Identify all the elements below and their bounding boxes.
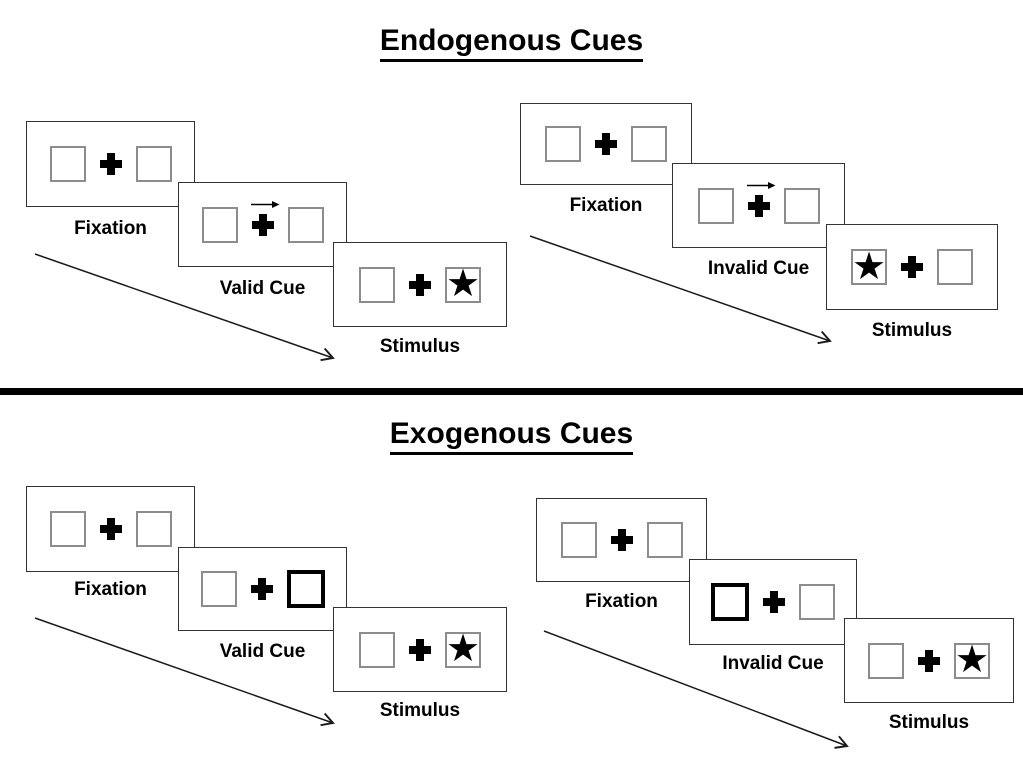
stimulus-panel: ★ (844, 618, 1014, 703)
target-star-icon: ★ (445, 626, 481, 670)
timeline-arrow-exogenous-invalid (543, 630, 849, 749)
right-placeholder-box (135, 511, 172, 547)
step-label-fixation: Fixation (74, 218, 147, 239)
step-label-stimulus: Stimulus (379, 700, 461, 721)
right-cue-highlight-box (286, 570, 325, 608)
fixation-cross-icon (250, 578, 273, 600)
right-placeholder-box (783, 187, 820, 224)
section-header-exogenous: Exogenous Cues (0, 417, 1023, 455)
step-label-fixation: Fixation (74, 579, 147, 600)
left-cue-highlight-box (711, 583, 749, 621)
right-placeholder-box (287, 206, 324, 243)
section-title-exogenous: Exogenous Cues (389, 417, 634, 455)
target-star-icon: ★ (851, 243, 887, 288)
fixation-cross-icon (747, 194, 770, 217)
section-header-endogenous: Endogenous Cues (0, 24, 1023, 62)
step-label-stimulus: Stimulus (888, 712, 970, 733)
fixation-cross-icon (918, 649, 940, 672)
step-label-cue: Valid Cue (219, 278, 306, 299)
invalid-cue-panel (689, 559, 857, 645)
fixation-panel (26, 486, 195, 572)
fixation-cross-icon (251, 213, 274, 236)
left-placeholder-box (49, 146, 86, 182)
stimulus-panel: ★ (333, 242, 507, 327)
right-target-box: ★ (445, 626, 481, 670)
left-placeholder-box (868, 642, 904, 679)
timeline-arrow-endogenous-valid (34, 253, 335, 362)
fixation-cross-icon (901, 256, 923, 278)
timeline-arrow-exogenous-valid (34, 617, 335, 727)
left-placeholder-box (200, 571, 237, 607)
step-label-stimulus: Stimulus (871, 320, 953, 341)
step-label-cue: Invalid Cue (707, 258, 810, 279)
cue-arrow-right-icon (250, 200, 279, 208)
stimulus-panel: ★ (826, 224, 998, 310)
target-star-icon: ★ (445, 261, 481, 305)
stimulus-panel: ★ (333, 607, 507, 692)
fixation-cross-icon (409, 273, 431, 296)
left-target-box: ★ (851, 243, 887, 288)
timeline-arrow-endogenous-invalid (529, 235, 832, 345)
target-star-icon: ★ (954, 637, 990, 681)
step-label-stimulus: Stimulus (379, 336, 461, 357)
right-placeholder-box (937, 249, 973, 285)
left-placeholder-box (359, 266, 395, 303)
fixation-cross-icon (99, 153, 122, 175)
section-divider (0, 388, 1023, 395)
fixation-panel (26, 121, 195, 207)
step-label-fixation: Fixation (569, 195, 643, 216)
fixation-panel (536, 498, 707, 582)
left-placeholder-box (201, 206, 238, 243)
fixation-cross-with-cue (746, 181, 775, 217)
left-placeholder-box (359, 631, 395, 668)
right-placeholder-box (135, 146, 172, 182)
fixation-panel (520, 103, 692, 185)
left-placeholder-box (697, 187, 734, 224)
fixation-cross-icon (595, 133, 617, 155)
right-target-box: ★ (954, 637, 990, 681)
right-target-box: ★ (445, 261, 481, 305)
right-placeholder-box (646, 522, 683, 558)
left-placeholder-box (560, 522, 597, 558)
left-placeholder-box (49, 511, 86, 547)
step-label-fixation: Fixation (585, 591, 658, 612)
step-label-cue: Invalid Cue (722, 653, 824, 674)
fixation-cross-icon (763, 591, 785, 613)
fixation-cross-icon (610, 529, 633, 551)
valid-cue-panel (178, 182, 347, 267)
right-placeholder-box (799, 584, 835, 620)
cue-arrow-right-icon (746, 181, 775, 189)
valid-cue-panel (178, 547, 347, 631)
invalid-cue-panel (672, 163, 845, 248)
section-title-endogenous: Endogenous Cues (379, 24, 644, 62)
step-label-cue: Valid Cue (219, 641, 306, 662)
fixation-cross-with-cue (250, 200, 279, 236)
fixation-cross-icon (99, 518, 122, 540)
left-placeholder-box (545, 126, 581, 162)
fixation-cross-icon (409, 638, 431, 661)
right-placeholder-box (631, 126, 667, 162)
